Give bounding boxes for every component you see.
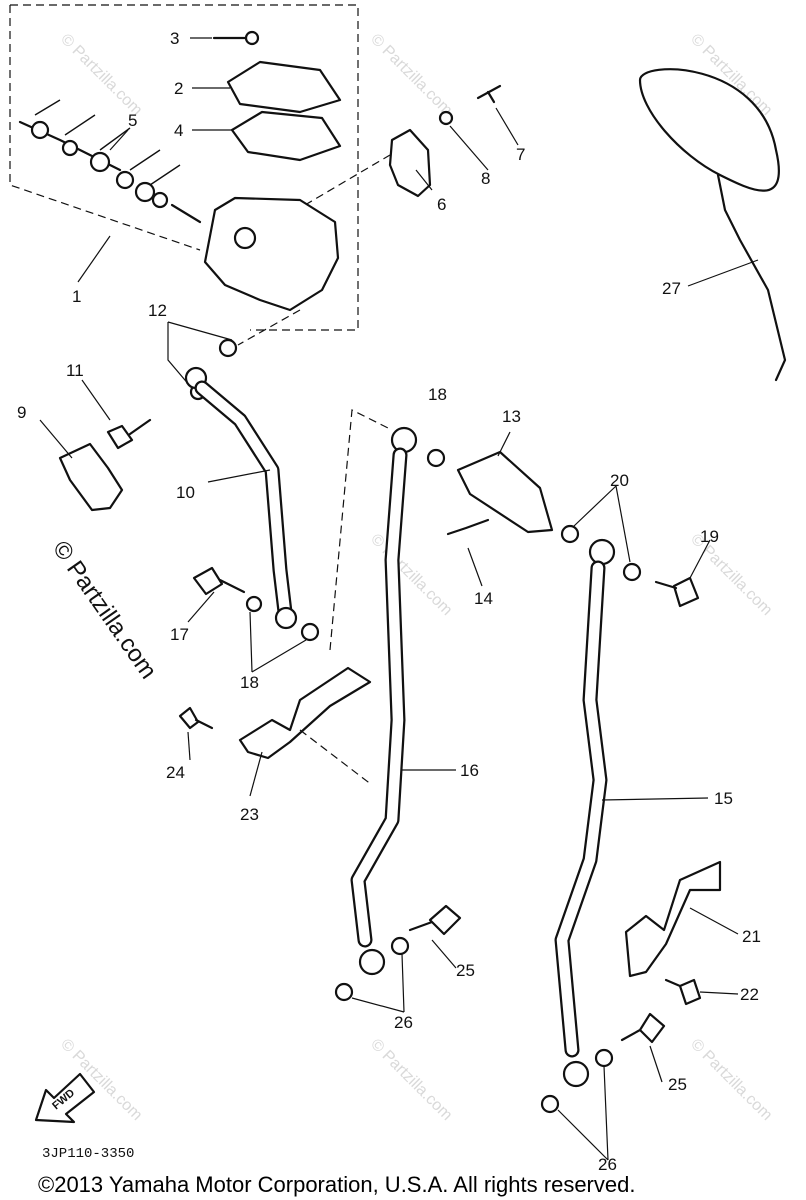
part-15-brake-hose (554, 538, 616, 1088)
leader-dash (299, 729, 373, 786)
part-11-bolt (106, 418, 152, 450)
part-7-bolt (476, 84, 502, 104)
callout-18-top: 18 (428, 385, 447, 404)
leader-dash (237, 309, 301, 346)
callouts: 3 2 4 5 6 7 8 1 12 11 9 10 18 13 14 20 1… (17, 29, 761, 1174)
callout-14: 14 (474, 589, 493, 608)
callout-16: 16 (460, 761, 479, 780)
part-20-washer (622, 562, 642, 582)
drawing-code: 3JP110-3350 (42, 1146, 134, 1162)
callout-2: 2 (174, 79, 183, 98)
callout-25-low: 25 (668, 1075, 687, 1094)
watermark: © Partzilla.com (367, 1036, 455, 1124)
callout-6: 6 (437, 195, 446, 214)
callout-20: 20 (610, 471, 629, 490)
part-17-union-bolt (192, 566, 246, 596)
part-23-hose-guide (238, 666, 372, 760)
callout-9: 9 (17, 403, 26, 422)
part-19-union-bolt (654, 576, 700, 608)
part-26-washer (390, 936, 410, 956)
part-14-bolt (446, 518, 490, 536)
part-24-bolt (178, 706, 214, 730)
leader-dash (329, 409, 389, 651)
callout-8: 8 (481, 169, 490, 188)
callout-26-mid: 26 (394, 1013, 413, 1032)
part-26-washer (334, 982, 354, 1002)
callout-26-low: 26 (598, 1155, 617, 1174)
callout-21: 21 (742, 927, 761, 946)
part-22-bolt (664, 978, 702, 1006)
part-2-reservoir-cap (226, 60, 342, 114)
leader-dash (304, 154, 391, 206)
watermark: © Partzilla.com (367, 531, 455, 619)
callout-25-mid: 25 (456, 961, 475, 980)
part-1-port (233, 226, 257, 250)
callout-19: 19 (700, 527, 719, 546)
part-3-screw (212, 30, 260, 46)
watermark: © Partzilla.com (367, 31, 455, 119)
master-cylinder-assembly-boundary (9, 4, 359, 331)
callout-12: 12 (148, 301, 167, 320)
part-13-brake-joint (456, 450, 554, 534)
part-27-mirror (638, 68, 787, 382)
callout-18-left: 18 (240, 673, 259, 692)
callout-24: 24 (166, 763, 185, 782)
callout-7: 7 (516, 145, 525, 164)
watermark: © Partzilla.com (57, 31, 145, 119)
callout-4: 4 (174, 121, 183, 140)
callout-13: 13 (502, 407, 521, 426)
part-18-washer (245, 595, 263, 613)
callout-27: 27 (662, 279, 681, 298)
callout-11: 11 (66, 361, 84, 380)
part-25-union-bolt (408, 904, 462, 936)
side-credit: © Partzilla.com (47, 536, 162, 684)
part-26-washer (594, 1048, 614, 1068)
part-18-washer (300, 622, 320, 642)
callout-23: 23 (240, 805, 259, 824)
part-16-brake-hose (350, 426, 418, 976)
callout-5: 5 (128, 111, 137, 130)
part-21-hose-guide (624, 860, 722, 978)
leader-lines (39, 37, 759, 1161)
watermark: © Partzilla.com (687, 1036, 775, 1124)
part-4-diaphragm (230, 110, 342, 162)
part-6-holder (388, 128, 432, 198)
part-9-boot (58, 442, 124, 512)
copyright-line: ©2013 Yamaha Motor Corporation, U.S.A. A… (38, 1172, 635, 1197)
callout-3: 3 (170, 29, 179, 48)
callout-22: 22 (740, 985, 759, 1004)
part-26-washer (540, 1094, 560, 1114)
part-25-union-bolt (620, 1012, 666, 1044)
fwd-arrow-icon: FWD (34, 1072, 96, 1124)
part-20-washer (560, 524, 580, 544)
part-18-washer (426, 448, 446, 468)
part-10-brake-hose (184, 366, 298, 630)
part-1-master-cylinder (203, 196, 340, 312)
callout-17: 17 (170, 625, 189, 644)
part-5-piston-kit (18, 99, 202, 224)
part-8-washer (438, 110, 454, 126)
callout-10: 10 (176, 483, 195, 502)
callout-1: 1 (72, 287, 81, 306)
callout-15: 15 (714, 789, 733, 808)
part-12-washer-b (218, 338, 238, 358)
